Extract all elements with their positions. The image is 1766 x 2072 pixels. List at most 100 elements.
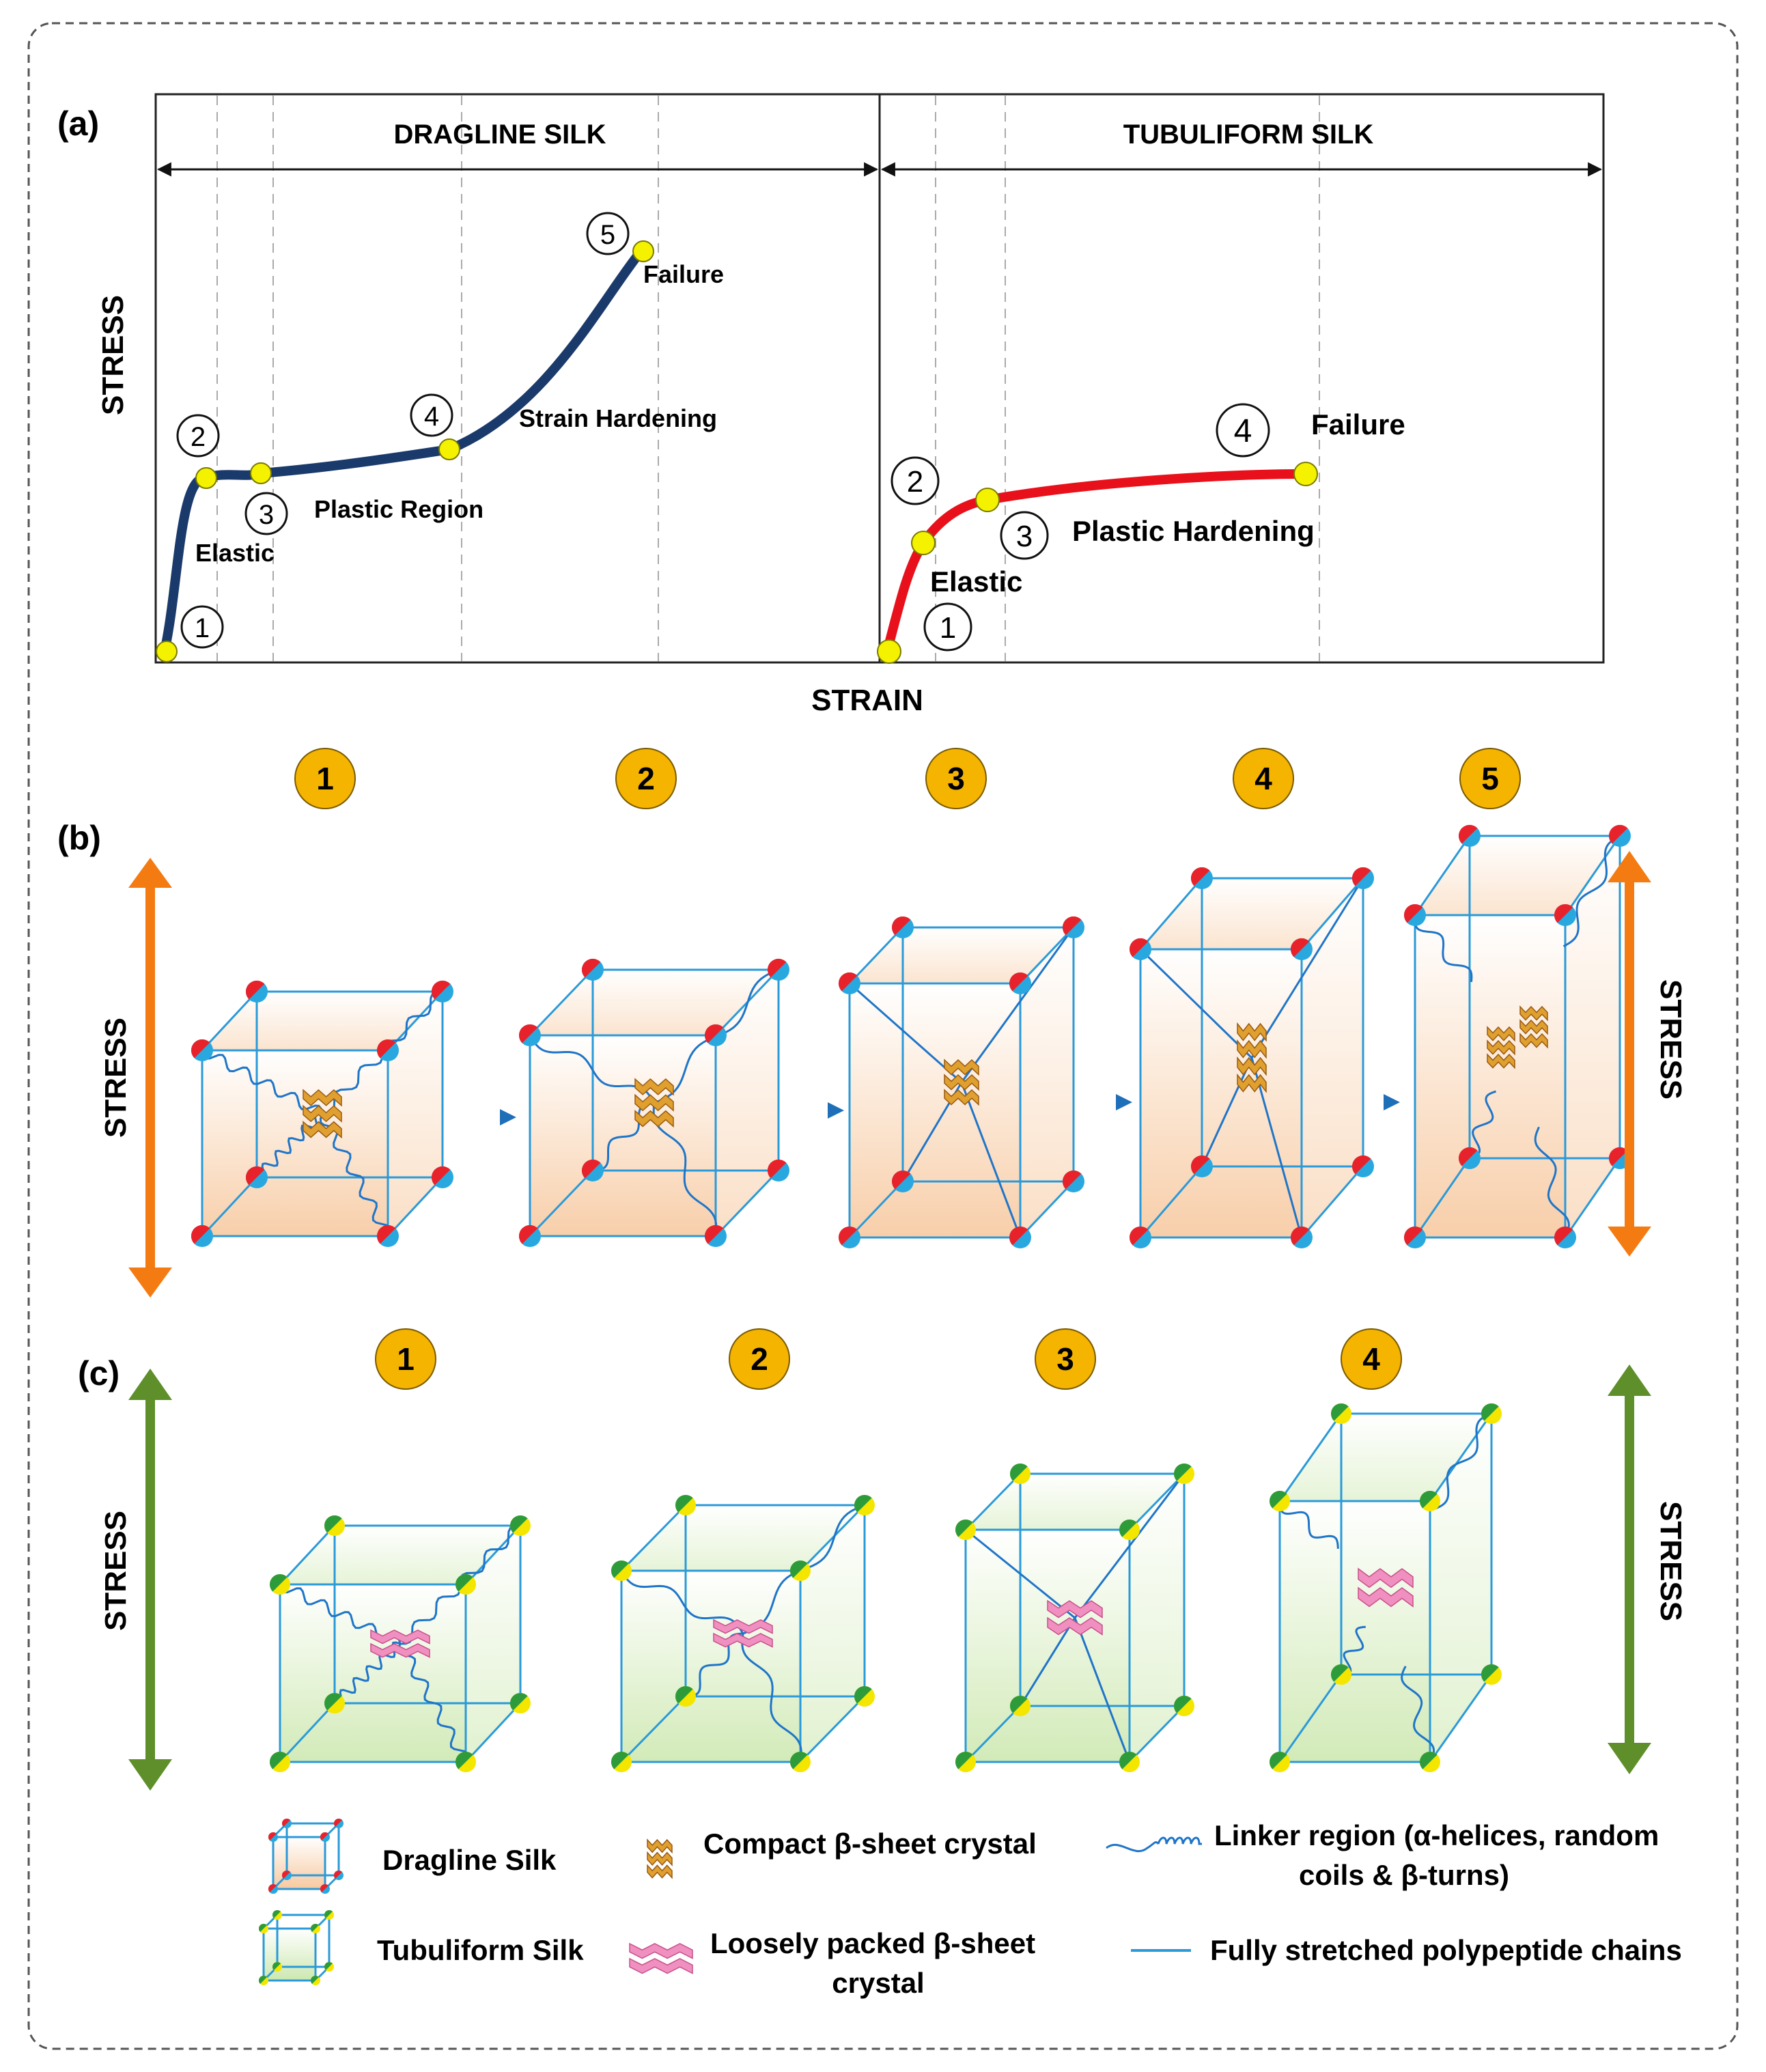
panel-c-label: (c) (78, 1354, 120, 1392)
cell-node (675, 1494, 696, 1515)
cell-node (1419, 1490, 1440, 1511)
tubuliform-markers: 1 2 3 4 (891, 403, 1270, 652)
dragline-cell-stage-4 (1129, 867, 1374, 1248)
panel-b-stage-badge-3: 3 (925, 748, 987, 809)
broken-chain (1278, 1500, 1339, 1549)
cell-node (1009, 1695, 1031, 1716)
legend-linker-label-2: coils & β-turns) (1299, 1859, 1509, 1891)
svg-text:1: 1 (397, 1341, 415, 1377)
dragline-marker-4: 4 (424, 402, 439, 432)
cell-node (611, 1560, 632, 1581)
cell-node (431, 980, 453, 1003)
stretched-chain (965, 1528, 1076, 1619)
legend-node (324, 1909, 334, 1920)
panel-c-stage-badge-3: 3 (1035, 1328, 1096, 1390)
compact-crystal-icon (1519, 1005, 1548, 1049)
cell-node (1190, 1155, 1213, 1177)
cell-node (838, 972, 860, 994)
cell-node (675, 1685, 696, 1707)
panel-c-stress-arrow-left (128, 1369, 172, 1791)
tubuliform-marker-2: 2 (907, 465, 923, 499)
legend-node (333, 1870, 344, 1880)
cell-node (891, 916, 914, 938)
cell-node (1290, 938, 1313, 960)
dragline-markers: 1 2 3 4 5 (176, 212, 630, 649)
tubuliform-point-3 (975, 488, 1000, 512)
stage-transition-arrow-1 (453, 1109, 516, 1125)
stretched-chain (960, 1082, 1022, 1238)
stage-transition-arrow-2 (785, 1102, 844, 1119)
cell-node (581, 958, 604, 981)
legend-compact-crystal-icon (647, 1838, 673, 1879)
compact-crystal-icon (944, 1059, 979, 1106)
cell-node (1269, 1490, 1290, 1511)
panel-b-cells (191, 824, 1631, 1248)
compact-crystal-icon (303, 1089, 342, 1139)
cell-node (854, 1685, 875, 1707)
stage-transition-arrow-3 (1069, 1094, 1132, 1110)
cell-node (1129, 1226, 1151, 1248)
stretched-chain (960, 927, 1075, 1083)
svg-text:4: 4 (1362, 1341, 1380, 1377)
cell-node (455, 1573, 476, 1595)
cell-node (191, 1224, 213, 1247)
legend: Dragline Silk Tubuliform Silk Compact β-… (258, 1818, 1682, 1999)
cell-node (789, 1751, 811, 1772)
loose-crystal-icon (370, 1629, 430, 1658)
cell-node (1009, 1463, 1031, 1484)
compact-crystal-icon (1237, 1022, 1267, 1093)
tubuliform-guides (935, 96, 1320, 661)
svg-text:5: 5 (1481, 761, 1499, 796)
linker-chain (741, 1633, 802, 1763)
panel-b-stage-badge-2: 2 (615, 748, 677, 809)
cell-node (431, 1166, 453, 1188)
panel-b-stress-arrow-right (1608, 851, 1651, 1257)
broken-chain (1562, 835, 1621, 948)
cell-node (1351, 1155, 1374, 1177)
legend-node (281, 1818, 292, 1828)
stretched-chain (1250, 1057, 1303, 1238)
cell-node (269, 1573, 290, 1595)
panel-c-stress-right: STRESS (1654, 1501, 1687, 1621)
dragline-point-3 (250, 462, 272, 484)
legend-node (281, 1870, 292, 1880)
cell-node (1062, 916, 1084, 938)
dragline-cell-stage-5 (1403, 824, 1631, 1248)
panel-b-stress-arrow-left (128, 858, 172, 1298)
dragline-title: DRAGLINE SILK (393, 120, 606, 150)
cell-node (767, 958, 789, 981)
legend-node (324, 1961, 334, 1972)
svg-text:1: 1 (316, 761, 334, 796)
legend-stretched-label: Fully stretched polypeptide chains (1210, 1934, 1682, 1966)
legend-tubuliform-icon (258, 1909, 334, 1985)
tubuliform-marker-3: 3 (1016, 520, 1033, 553)
panel-a-label: (a) (57, 104, 99, 143)
loose-crystal-icon (629, 1942, 693, 1974)
legend-node (320, 1832, 330, 1842)
legend-linker-icon (1106, 1836, 1202, 1853)
dragline-point-2 (195, 467, 217, 489)
tubuliform-point-4 (1293, 462, 1318, 486)
cell-node (191, 1039, 213, 1061)
legend-tubuliform-label: Tubuliform Silk (377, 1934, 584, 1966)
dragline-cell-stage-2 (518, 958, 789, 1247)
linker-chain (592, 1102, 655, 1172)
svg-text:2: 2 (637, 761, 655, 796)
linker-chain (620, 1570, 744, 1634)
tubuliform-plastic-label: Plastic Hardening (1072, 515, 1315, 547)
stretched-chain (1201, 1057, 1253, 1167)
cell-node (1119, 1519, 1140, 1540)
cell-node (245, 980, 268, 1003)
dragline-point-1 (156, 641, 178, 662)
cell-node (704, 1224, 727, 1247)
dragline-guides (216, 96, 659, 661)
legend-node (258, 1975, 268, 1985)
linker-chain (201, 1050, 324, 1115)
broken-chain (1469, 1090, 1496, 1160)
panel-c-stage-badge-1: 1 (375, 1328, 436, 1390)
cell-node (1269, 1751, 1290, 1772)
tubuliform-failure-label: Failure (1311, 408, 1405, 440)
